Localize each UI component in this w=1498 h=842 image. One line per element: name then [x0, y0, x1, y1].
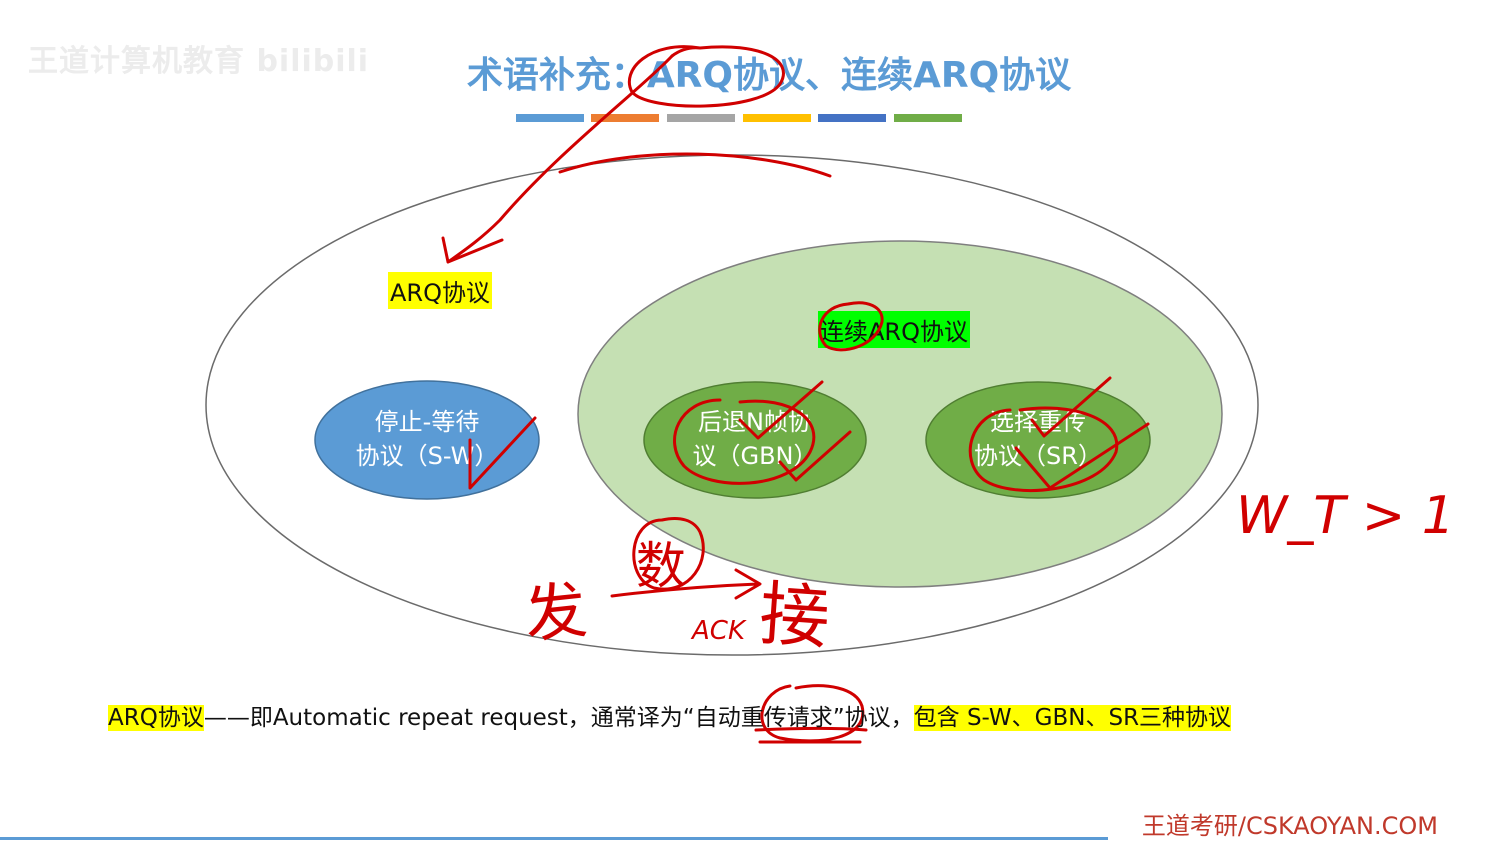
sr-node [925, 381, 1151, 499]
gbn-circle [673, 398, 816, 485]
sr-circle [968, 406, 1119, 492]
inner-label-circle [818, 301, 884, 352]
auto-repeat-circle [760, 684, 865, 743]
handwritten-data: 数 [636, 537, 686, 595]
arq-definition: ARQ协议——即Automatic repeat request，通常译为“自动… [108, 698, 1232, 732]
color-bar [667, 114, 735, 122]
color-bar [894, 114, 962, 122]
progress-line [0, 837, 1108, 840]
footer-brand: 王道考研/CSKAOYAN.COM [1141, 812, 1438, 840]
handwritten-ack: ACK [692, 616, 745, 646]
sw-node [314, 380, 540, 500]
slide-title: 术语补充：ARQ协议、连续ARQ协议 [466, 55, 1072, 96]
definition-term: ARQ协议 [108, 705, 204, 731]
gbn-line-1: 后退N帧协 [698, 408, 812, 436]
title-circle-mark [627, 45, 785, 108]
color-bar [818, 114, 886, 122]
continuous-arq-label: 连续ARQ协议 [818, 311, 970, 348]
handwritten-send: 发 [520, 572, 591, 653]
arrow-to-arq [441, 54, 674, 264]
gbn-check-mark [778, 430, 852, 482]
handwritten-receive: 接 [756, 572, 833, 660]
sw-check-mark [468, 416, 537, 490]
color-bar [516, 114, 584, 122]
continuous-arq-ellipse [577, 240, 1223, 588]
gbn-small-check [738, 380, 824, 440]
sr-line-2: 协议（SR） [974, 442, 1102, 470]
sw-line-1: 停止-等待 [374, 408, 480, 436]
watermark: 王道计算机教育 bilibili [28, 44, 370, 79]
color-bar [743, 114, 811, 122]
sr-small-check [1030, 376, 1112, 438]
color-bar [591, 114, 659, 122]
auto-repeat-underline-1 [754, 727, 868, 732]
gbn-line-2: 议（GBN） [692, 442, 818, 470]
gbn-node-label: 后退N帧协 议（GBN） [653, 405, 857, 473]
definition-body: ——即Automatic repeat request，通常译为“自动重传请求”… [203, 705, 914, 731]
send-to-receive-arrow [610, 568, 762, 600]
definition-includes: 包含 S-W、GBN、SR三种协议 [913, 705, 1232, 731]
window-size-note: W_T > 1 [1236, 486, 1455, 546]
arrow-swoop [558, 152, 832, 178]
sw-line-2: 协议（S-W） [355, 442, 499, 470]
sr-check-mark [1014, 422, 1150, 490]
data-circle [632, 517, 705, 591]
arq-label: ARQ协议 [388, 272, 492, 309]
sw-node-label: 停止-等待 协议（S-W） [325, 405, 529, 473]
